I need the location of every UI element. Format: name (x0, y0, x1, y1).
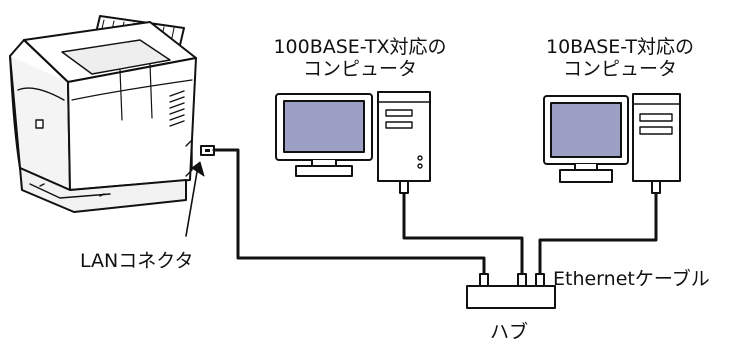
lan-connector-label: LANコネクタ (80, 250, 194, 272)
plug-hub-t (535, 273, 545, 287)
cable-t-computer-to-hub (538, 191, 658, 276)
plug-t-computer (651, 180, 661, 194)
plug-hub-tx (517, 273, 527, 287)
lan-connector-arrow-icon (191, 161, 205, 177)
hub-device (466, 285, 556, 309)
printer-illustration (9, 15, 197, 213)
ethernet-cable-label: Ethernetケーブル (553, 268, 710, 290)
computer-tx-label-line2: コンピュータ (302, 58, 417, 80)
computer-10base-t (543, 93, 681, 183)
computer-t-label-line1: 10BASE-T対応の (546, 36, 694, 58)
monitor-screen-tx (283, 100, 365, 153)
cable-tx-computer-to-hub (402, 191, 524, 276)
plug-tx-computer (399, 180, 409, 194)
computer-t-label: 10BASE-T対応の コンピュータ (520, 36, 720, 80)
lan-connector-leader-line (185, 171, 198, 237)
computer-tx-label-line1: 100BASE-TX対応の (273, 36, 447, 58)
plug-hub-printer (479, 273, 489, 287)
cable-printer-to-hub (212, 148, 486, 276)
hub-label: ハブ (490, 321, 529, 343)
computer-tx-label: 100BASE-TX対応の コンピュータ (250, 36, 470, 80)
monitor-screen-t (550, 102, 622, 158)
computer-100base-tx (275, 91, 431, 182)
computer-t-label-line2: コンピュータ (562, 58, 677, 80)
